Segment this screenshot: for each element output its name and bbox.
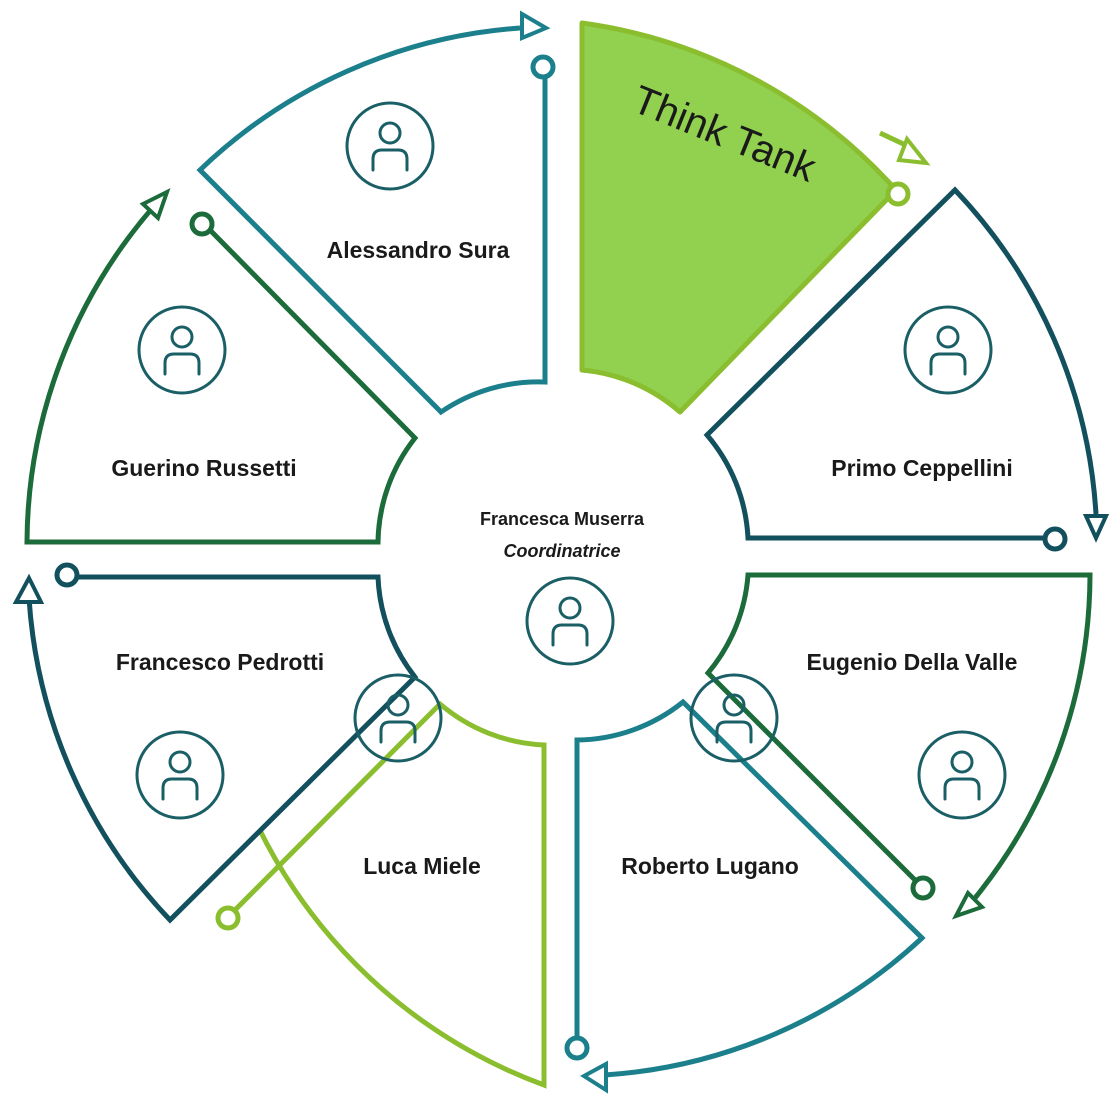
sector-roberto-lugano [564,698,926,1094]
member-name-roberto-lugano: Roberto Lugano [621,853,799,879]
connector-dot-icon [189,211,215,237]
connector-dot-icon [885,181,911,207]
sector-eugenio-della-valle [704,572,1093,920]
arrowhead-icon [520,10,551,41]
member-name-eugenio-della-valle: Eugenio Della Valle [807,649,1018,675]
connector-dot-icon [530,54,556,80]
connector-dot-icon [910,875,936,901]
member-name-alessandro-sura: Alessandro Sura [327,237,510,263]
arrowhead-icon [12,573,45,604]
center-role: Coordinatrice [503,541,620,561]
member-name-primo-ceppellini: Primo Ceppellini [831,455,1012,481]
arrowhead-icon [896,134,931,166]
connector-dot-icon [215,905,241,931]
member-name-luca-miele: Luca Miele [363,853,481,879]
center-node: Francesca Muserra Coordinatrice [391,389,731,729]
arrowhead-icon [1082,514,1109,543]
connector-dot-icon [54,562,80,588]
connector-dot-icon [1042,526,1068,552]
sector-alessandro-sura [196,10,556,416]
sector-primo-ceppellini [703,186,1109,552]
sector-guerino-russetti [24,188,419,545]
arrowhead-icon [580,1060,608,1094]
arrowhead-icon [951,889,986,920]
sector-francesco-pedrotti [12,562,419,924]
connector-dot-icon [564,1035,590,1061]
member-name-francesco-pedrotti: Francesco Pedrotti [116,649,324,675]
sector-think-tank [579,20,931,415]
center-name: Francesca Muserra [480,509,645,529]
member-name-guerino-russetti: Guerino Russetti [111,455,296,481]
arrowhead-icon [139,188,171,222]
